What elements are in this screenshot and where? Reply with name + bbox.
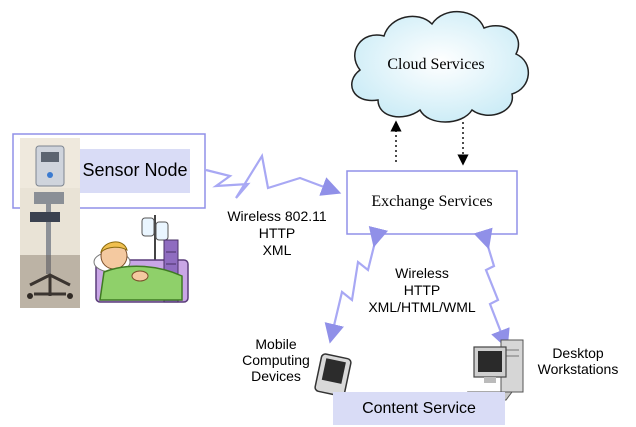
mobile-label-line-1: Mobile <box>255 336 297 352</box>
mobile-label-line-2: Computing <box>242 352 310 368</box>
medical-monitor-icon <box>20 138 80 308</box>
content-service-box <box>333 392 505 425</box>
exchange-mobile-link <box>324 225 389 344</box>
desktop-workstations-label: Desktop Workstations <box>524 345 632 377</box>
sensor-node-label: Sensor Node <box>82 160 188 180</box>
exchange-services-box <box>346 170 518 235</box>
desktop-label-line-1: Desktop <box>552 345 604 361</box>
content-link-line-3: XML/HTML/WML <box>368 299 476 315</box>
sensor-node-label-bg <box>80 149 190 193</box>
mobile-label-line-3: Devices <box>251 368 301 384</box>
content-service-label: Content Service <box>362 400 476 417</box>
sensor-exchange-link <box>205 153 342 199</box>
content-link-line-2: HTTP <box>403 282 441 298</box>
cloud-shape <box>351 10 530 123</box>
content-link-label: Wireless HTTP XML/HTML/WML <box>356 265 488 316</box>
sensor-node-frame <box>12 133 206 209</box>
patient-in-bed-icon <box>90 212 189 312</box>
sensor-link-line-3: XML <box>262 242 292 258</box>
cloud-services-label: Cloud Services <box>387 56 485 73</box>
mobile-devices-label: Mobile Computing Devices <box>236 336 316 384</box>
mobile-device-icon <box>314 353 352 407</box>
exchange-services-label: Exchange Services <box>371 193 493 210</box>
desktop-computer-icon <box>467 339 524 401</box>
sensor-link-line-1: Wireless 802.11 <box>227 208 327 224</box>
sensor-link-label: Wireless 802.11 HTTP XML <box>212 208 342 259</box>
sensor-link-line-2: HTTP <box>258 225 296 241</box>
exchange-desktop-link <box>473 227 510 350</box>
desktop-label-line-2: Workstations <box>537 361 619 377</box>
content-link-line-1: Wireless <box>395 265 449 281</box>
